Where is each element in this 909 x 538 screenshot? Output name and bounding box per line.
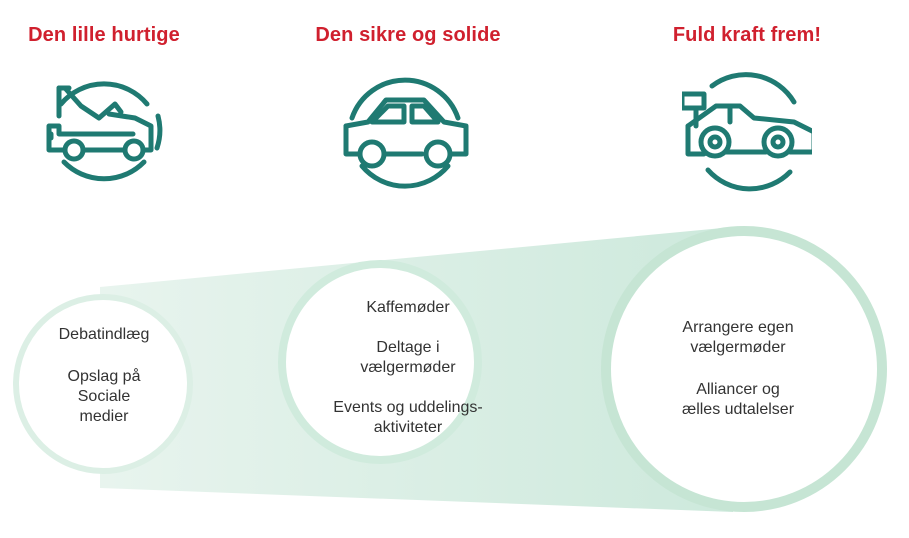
circle-large — [601, 226, 887, 512]
circle-large-line: ælles udtalelser — [681, 401, 795, 418]
circle-small-text: Debatindlæg Opslag på Sociale medier — [34, 325, 174, 427]
circle-large-line: Alliancer og — [696, 381, 780, 398]
circle-medium-line: Events og uddelings- — [333, 399, 483, 416]
race-car-icon — [682, 72, 812, 192]
circle-large-line: Arrangere egen — [682, 319, 794, 336]
heading-small-quick: Den lille hurtige — [28, 24, 180, 46]
circle-medium-line: Kaffemøder — [366, 299, 450, 316]
circle-medium-line: Deltage i — [376, 339, 440, 356]
circle-small-line: Debatindlæg — [58, 326, 150, 343]
circle-small — [13, 294, 193, 474]
circle-small-line: Sociale — [77, 388, 131, 405]
circle-medium-line: aktiviteter — [373, 419, 443, 436]
circle-medium — [278, 260, 482, 464]
go-kart-icon — [46, 81, 163, 182]
circle-small-line: Opslag på — [67, 368, 141, 385]
circle-large-line: vælgermøder — [690, 339, 786, 356]
circle-small-line: medier — [79, 408, 129, 425]
circle-medium-text: Kaffemøder Deltage i vælgermøder Events … — [313, 298, 503, 438]
heading-safe-solid: Den sikre og solide — [315, 24, 501, 46]
heading-full-power: Fuld kraft frem! — [672, 24, 822, 46]
circle-medium-line: vælgermøder — [360, 359, 456, 376]
car-icon — [343, 77, 469, 189]
circle-large-text: Arrangere egen vælgermøder Alliancer og … — [638, 318, 838, 420]
